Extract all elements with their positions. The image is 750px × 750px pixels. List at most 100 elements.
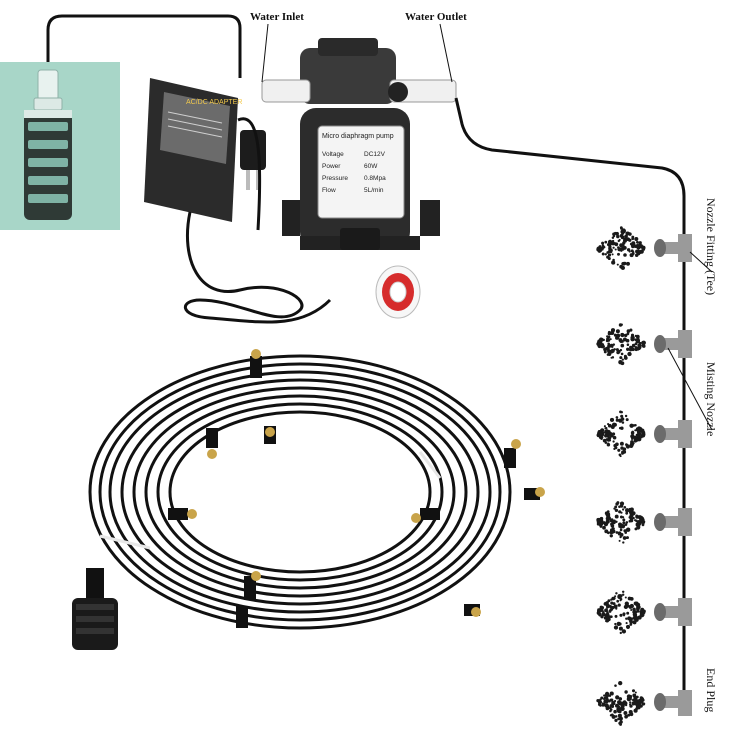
- mist-dot: [622, 518, 626, 522]
- hose-connector: [72, 568, 118, 650]
- pump-spec-key: Flow: [322, 187, 336, 194]
- mist-dot: [611, 260, 616, 265]
- pump-spec-value: 5L/min: [364, 187, 384, 194]
- mist-dot: [625, 624, 631, 629]
- mist-dot: [604, 240, 608, 244]
- mist-dot: [617, 717, 620, 721]
- mist-dot: [596, 520, 601, 524]
- mist-dot: [607, 332, 611, 336]
- mist-dot: [607, 256, 611, 261]
- mist-dot: [620, 532, 624, 536]
- mist-dot: [642, 247, 645, 250]
- mist-dot: [607, 599, 611, 603]
- mist-dot: [621, 231, 625, 235]
- mist-dot: [641, 341, 646, 346]
- tee-fitting: [654, 234, 692, 262]
- mist-dot: [598, 435, 601, 438]
- mist-dot: [610, 418, 614, 422]
- mist-dot: [621, 629, 627, 634]
- water-outlet-label: Water Outlet: [405, 11, 467, 23]
- mist-dot: [639, 342, 642, 345]
- mist-dot: [613, 709, 617, 714]
- mist-dot: [629, 701, 632, 704]
- mist-dot: [610, 598, 613, 601]
- mist-dot: [625, 536, 628, 540]
- mist-dot: [620, 235, 625, 240]
- mist-dot: [618, 622, 622, 626]
- mist-dot: [618, 238, 621, 241]
- teflon-tape: [375, 265, 421, 319]
- mist-dot: [610, 713, 614, 717]
- mist-dot: [620, 414, 624, 418]
- mist-dot: [609, 338, 612, 341]
- mist-dot: [601, 241, 605, 245]
- pump-header-text: Micro diaphragm pump: [322, 133, 394, 140]
- mist-dot: [625, 528, 629, 532]
- mist-dot: [630, 608, 633, 612]
- mist-dot: [617, 349, 621, 354]
- mist-dot: [639, 699, 644, 704]
- mist-dot: [600, 429, 604, 432]
- mist-dot: [619, 441, 624, 446]
- mist-dot: [596, 247, 601, 252]
- mist-dot: [636, 249, 641, 254]
- mist-dot: [608, 706, 612, 710]
- misting-rail: [654, 234, 692, 716]
- mist-dot: [610, 522, 614, 526]
- mist-dot: [607, 342, 610, 346]
- mist-dot: [624, 690, 628, 694]
- mist-dot: [616, 599, 620, 603]
- mist-dot: [629, 597, 633, 600]
- mist-dot: [620, 352, 624, 356]
- mist-dot: [620, 411, 623, 414]
- mist-dot: [616, 234, 620, 239]
- mist-dot: [625, 622, 628, 625]
- mist-dot: [623, 711, 628, 715]
- mist-dot: [605, 620, 608, 623]
- mist-dot: [623, 604, 629, 610]
- tee-fitting: [654, 420, 692, 448]
- mist-dot: [629, 242, 633, 246]
- mist-dot: [621, 590, 625, 594]
- mist-dot: [605, 519, 610, 524]
- outlet-leader-line: [439, 23, 453, 83]
- end-plug-label: End Plug: [704, 668, 718, 713]
- mist-dot: [624, 596, 627, 599]
- mist-dot: [629, 703, 632, 706]
- mist-dot: [620, 246, 625, 251]
- mist-dot: [613, 625, 619, 630]
- mist-dot: [632, 620, 637, 625]
- mist-dot: [619, 528, 623, 532]
- mist-dot: [618, 338, 623, 343]
- mist-dot: [607, 423, 610, 426]
- mist-dot: [618, 360, 623, 365]
- fitting-leader-line: [689, 251, 713, 273]
- mist-dot: [611, 432, 616, 436]
- mist-dot: [626, 347, 630, 351]
- mist-dot: [615, 703, 619, 708]
- mist-dot: [604, 441, 608, 444]
- mist-dot: [634, 424, 637, 427]
- mist-dot: [611, 236, 615, 239]
- pump-spec-value: 0.8Mpa: [364, 175, 386, 182]
- mist-dot: [611, 239, 615, 243]
- mist-dot: [631, 237, 635, 241]
- nozzle-fitting-label: Nozzle Fitting (Tee): [704, 198, 718, 296]
- mist-dot: [618, 697, 622, 700]
- mist-dot: [615, 335, 620, 340]
- mist-dot: [607, 515, 611, 519]
- mist-dot: [614, 595, 617, 598]
- mist-dot: [625, 418, 629, 422]
- mist-dot: [619, 631, 622, 635]
- mist-dot: [604, 427, 607, 430]
- mist-dot: [604, 693, 610, 698]
- mist-dot: [599, 704, 602, 707]
- mist-dot: [635, 519, 638, 523]
- mist-dot: [638, 347, 641, 350]
- mist-dot: [627, 713, 631, 717]
- mist-dot: [631, 430, 635, 434]
- mist-dot: [633, 435, 637, 439]
- mist-dot: [627, 231, 630, 235]
